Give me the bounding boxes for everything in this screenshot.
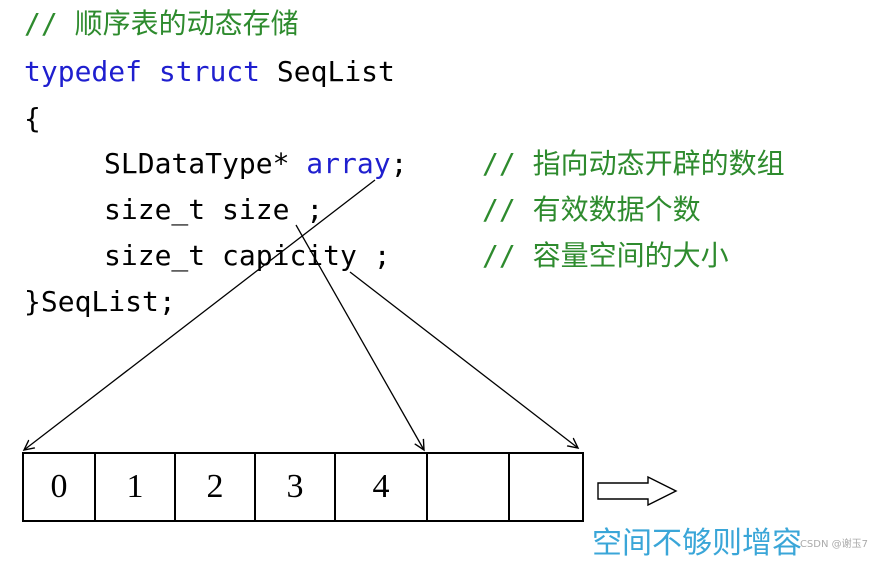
close-line: }SeqList;: [24, 285, 176, 318]
array-cell-4: 4: [336, 454, 428, 520]
field-capicity-type: size_t: [104, 239, 206, 272]
field-size-line: size_t size ;: [104, 196, 323, 224]
array-box: 0 1 2 3 4: [22, 452, 584, 522]
field-array-comment: // 指向动态开辟的数组: [482, 147, 785, 180]
field-size-semicolon: ;: [306, 193, 324, 226]
field-array-semicolon: ;: [390, 147, 408, 180]
field-array-line: SLDataType* array;: [104, 150, 407, 178]
array-cell-0: 0: [24, 454, 96, 520]
capicity-pointer-arrow: [349, 271, 578, 448]
expand-label: 空间不够则增容: [592, 526, 802, 561]
title-comment: // 顺序表的动态存储: [24, 7, 299, 40]
field-capicity-semicolon: ;: [373, 239, 391, 272]
typedef-keyword: typedef: [24, 55, 143, 88]
array-cell-1: 1: [96, 454, 176, 520]
array-cell-5: [428, 454, 510, 520]
struct-keyword: struct: [158, 55, 261, 88]
array-cell-6: [510, 454, 582, 520]
watermark: CSDN @谢玉7: [799, 539, 868, 550]
array-cell-2: 2: [176, 454, 256, 520]
field-size-type: size_t: [104, 193, 206, 226]
field-size-name: size: [222, 193, 290, 226]
struct-name: SeqList: [276, 55, 395, 88]
field-capicity-comment: // 容量空间的大小: [482, 239, 729, 272]
open-brace: {: [24, 102, 41, 135]
field-array-name: array: [306, 147, 391, 180]
typedef-line: typedef struct SeqList: [24, 58, 395, 86]
array-cell-3: 3: [256, 454, 336, 520]
expand-arrow-icon: [597, 475, 678, 507]
field-size-comment: // 有效数据个数: [482, 193, 701, 226]
field-array-type: SLDataType*: [104, 147, 290, 180]
field-capicity-name: capicity: [222, 239, 357, 272]
field-capicity-line: size_t capicity ;: [104, 242, 391, 270]
